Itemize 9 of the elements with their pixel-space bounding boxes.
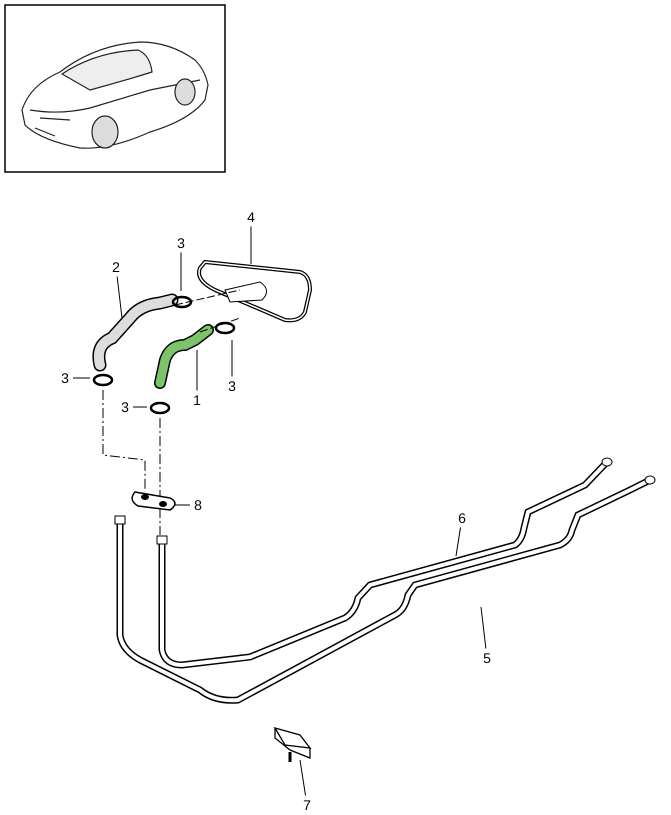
leader-line [180, 252, 182, 292]
leader-line [250, 226, 252, 264]
leader-line [456, 527, 461, 556]
leader-line [132, 406, 148, 408]
leader-line [116, 276, 122, 318]
leader-line [480, 606, 486, 649]
leader-line [300, 760, 306, 796]
leader-line [174, 504, 190, 506]
leader-line [196, 350, 198, 391]
